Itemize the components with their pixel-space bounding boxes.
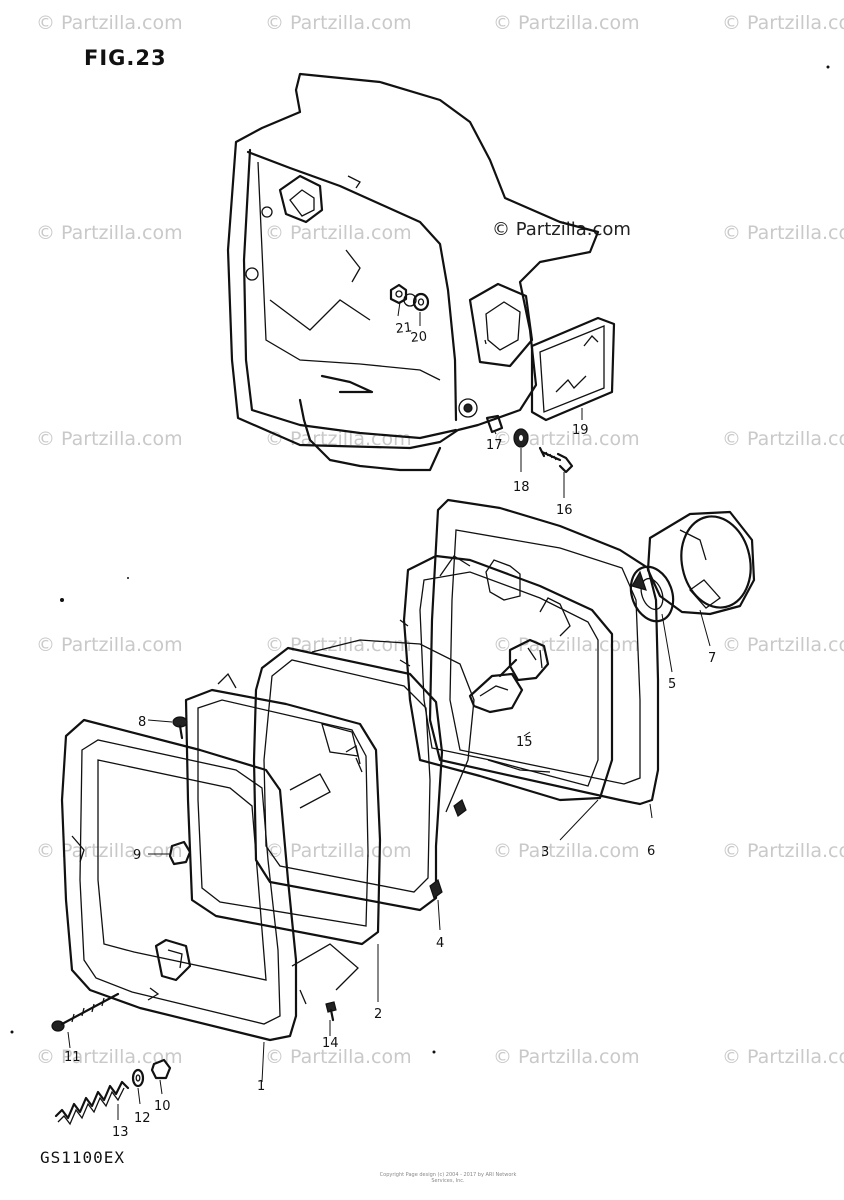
part-number-11: 11 [64, 1050, 81, 1065]
part-number-9: 9 [133, 848, 141, 863]
part-number-4: 4 [436, 936, 444, 951]
part-number-20: 20 [410, 329, 428, 346]
part-number-10: 10 [154, 1099, 171, 1114]
watermark: © Partzilla.com [265, 840, 412, 862]
headlight-unit-4 [252, 639, 475, 912]
bulb-15 [468, 638, 550, 714]
seal-2 [184, 672, 382, 946]
model-code: GS1100EX [40, 1148, 126, 1167]
part-number-6: 6 [647, 844, 655, 859]
part-number-8: 8 [138, 715, 146, 730]
watermark: © Partzilla.com [493, 428, 640, 450]
copyright-note: Copyright Page design (c) 2004 - 2017 by… [379, 1172, 517, 1184]
part-number-15: 15 [516, 735, 533, 750]
watermark: © Partzilla.com [722, 428, 844, 450]
watermark: © Partzilla.com [36, 634, 183, 656]
part-number-7: 7 [708, 651, 716, 666]
gasket-6 [428, 498, 660, 806]
nut-10 [150, 1058, 172, 1080]
watermark: © Partzilla.com [36, 840, 183, 862]
nut-9 [168, 840, 192, 866]
watermark: © Partzilla.com [493, 1046, 640, 1068]
watermark: © Partzilla.com [36, 12, 183, 34]
part-number-21: 21 [395, 320, 413, 337]
part-number-16: 16 [556, 503, 573, 518]
part-number-17: 17 [486, 438, 503, 453]
part-number-18: 18 [513, 480, 530, 495]
socket-housing-3 [399, 554, 614, 802]
washer-18 [513, 428, 529, 448]
spring-13 [54, 1080, 130, 1126]
cover-7 [646, 510, 756, 616]
dashed-alignment [291, 943, 359, 991]
reflector-19 [530, 316, 616, 422]
washer-20 [412, 292, 430, 312]
watermark: © Partzilla.com [265, 222, 412, 244]
bolt-16 [538, 446, 574, 474]
nut-21 [389, 283, 408, 305]
part-number-1: 1 [257, 1079, 265, 1094]
part-number-2: 2 [374, 1007, 382, 1022]
part-number-5: 5 [668, 677, 676, 692]
watermark: © Partzilla.com [722, 1046, 844, 1068]
part-number-3: 3 [541, 845, 549, 860]
screw-11 [51, 992, 120, 1032]
scan-specks [10, 65, 830, 1054]
watermark: © Partzilla.com [722, 12, 844, 34]
part-number-19: 19 [572, 423, 589, 438]
watermark: © Partzilla.com [265, 12, 412, 34]
watermark: © Partzilla.com [493, 840, 640, 862]
socket-5 [629, 565, 675, 623]
watermark: © Partzilla.com [265, 1046, 412, 1068]
washer-12 [131, 1068, 145, 1088]
part-number-14: 14 [322, 1036, 339, 1051]
part-labels: 21 20 19 17 18 16 7 5 15 3 6 8 9 4 2 14 … [64, 320, 716, 1140]
rim-1 [60, 718, 307, 1042]
watermark: © Partzilla.com [722, 634, 844, 656]
screw-14 [325, 1001, 337, 1022]
watermark: © Partzilla.com [36, 428, 183, 450]
figure-title: FIG.23 [84, 46, 167, 70]
watermark: © Partzilla.com [493, 12, 640, 34]
headlight-case [226, 72, 600, 472]
watermark: © Partzilla.com [722, 840, 844, 862]
watermark: © Partzilla.com [36, 222, 183, 244]
screw-8 [172, 716, 188, 740]
cushion-17 [485, 414, 504, 434]
watermark: © Partzilla.com [722, 222, 844, 244]
watermark: © Partzilla.com [36, 1046, 183, 1068]
leader-lines [67, 301, 711, 1120]
part-number-13: 13 [112, 1125, 129, 1140]
part-number-12: 12 [134, 1111, 151, 1126]
